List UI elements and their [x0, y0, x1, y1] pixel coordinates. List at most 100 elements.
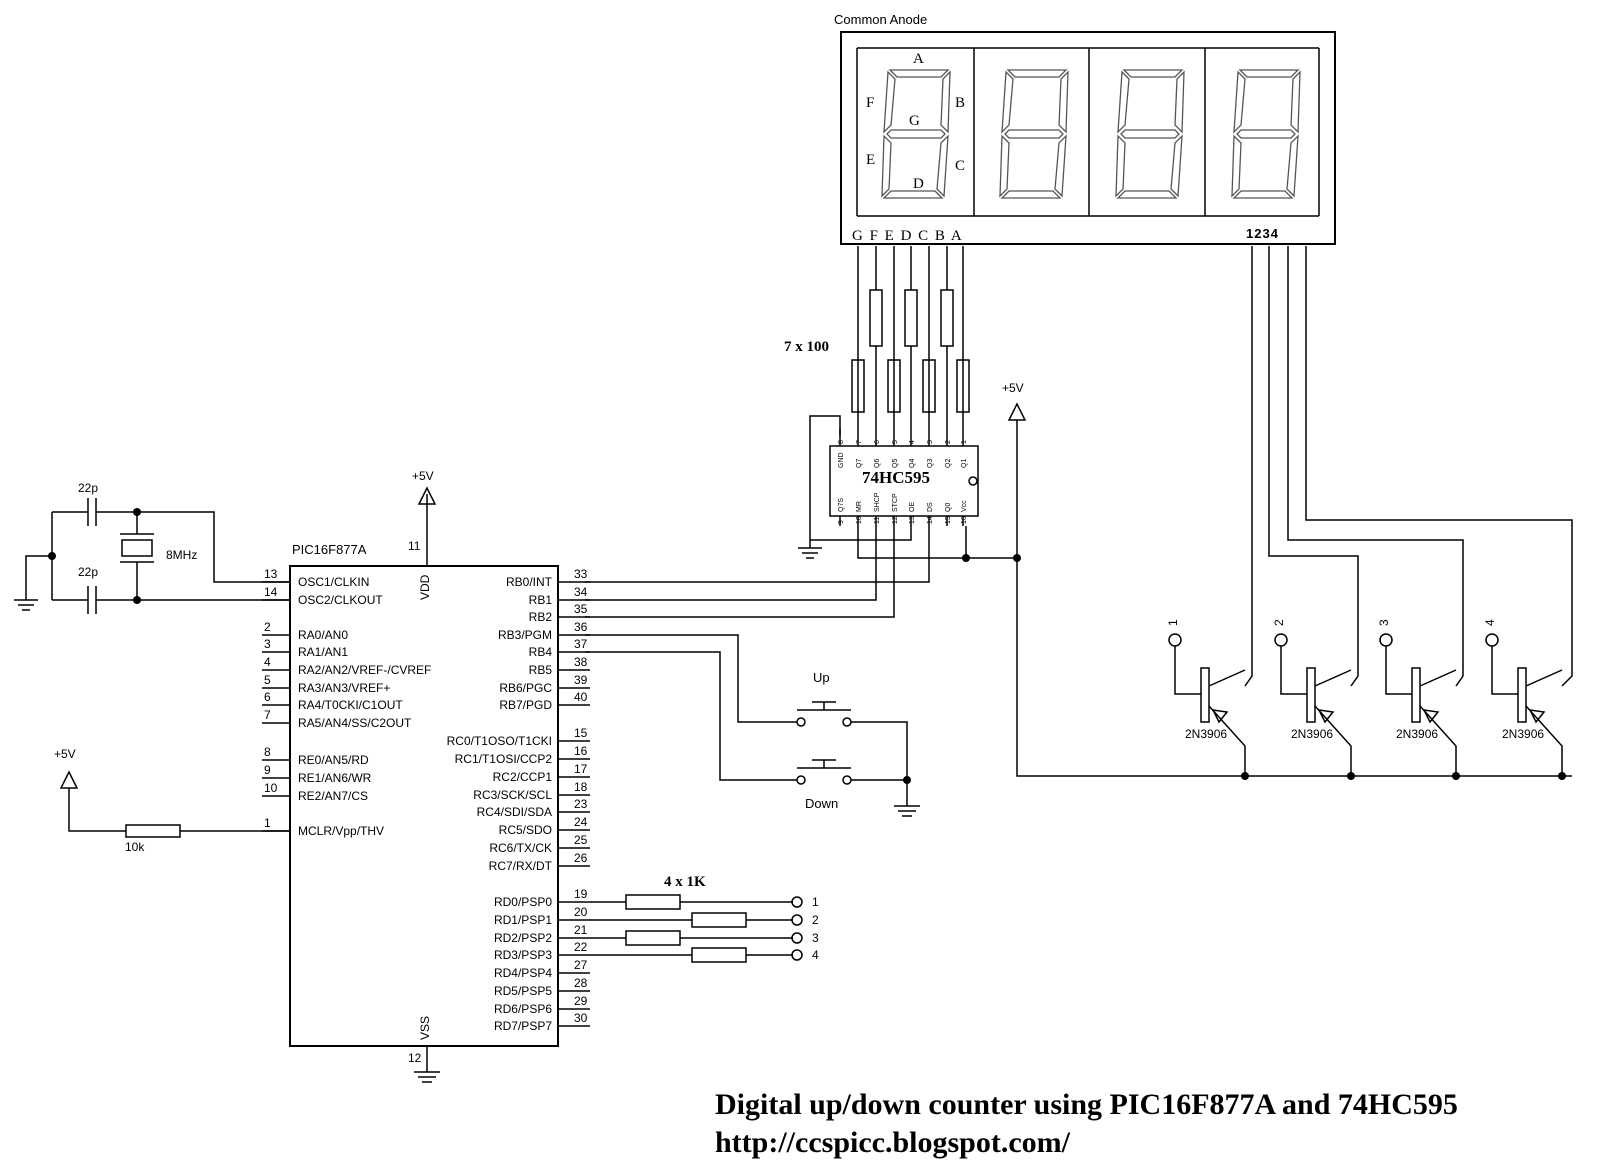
mcu-right-pin-label: RB2	[529, 610, 553, 624]
transistor-base-label: 1	[1166, 619, 1180, 626]
mcu-left-pin-label: RA5/AN4/SS/C2OUT	[298, 716, 412, 730]
mcu-left-pin-label: RE2/AN7/CS	[298, 789, 368, 803]
mcu-pic16f877a: PIC16F877A VDD VSS 11 12 13OSC1/CLKIN14O…	[262, 494, 590, 1083]
cap2-label: 22p	[78, 565, 98, 579]
hc595-top-pin-num: 8	[838, 440, 845, 444]
mcu-body	[289, 565, 559, 1047]
mcu-right-pin-num: 33	[574, 567, 588, 581]
mcu-right-pin-label: RB4	[529, 645, 553, 659]
hc595-bottom-pin-label: MR	[856, 501, 863, 512]
mcu-right-pin-num: 36	[574, 620, 588, 634]
hc595-bottom-pin-num: 13	[909, 516, 916, 524]
display-digits	[881, 69, 1301, 199]
hc595-bottom-pin-label: Q7S	[838, 498, 845, 512]
segment-wires	[857, 246, 964, 428]
hc595-top-pin-label: GND	[838, 452, 845, 468]
hc595-bottom-pin-label: OE	[909, 502, 916, 512]
seg-label-e: E	[866, 152, 875, 168]
footer-title: Digital up/down counter using PIC16F877A…	[715, 1088, 1458, 1121]
hc595-bottom-pin-label: Vcc	[961, 500, 968, 512]
up-button	[796, 701, 852, 727]
hc595-top-pin-num: 3	[927, 440, 934, 444]
seg-label-c: C	[955, 158, 965, 174]
mcu-right-pin-label: RC3/SCK/SCL	[473, 788, 552, 802]
rd-terminal-label: 3	[812, 931, 819, 945]
mcu-right-pin-label: RD5/PSP5	[494, 984, 552, 998]
rd-terminal	[791, 932, 803, 944]
mcu-right-pin-num: 27	[574, 958, 588, 972]
hc595-top-pin-num: 6	[874, 440, 881, 444]
down-button	[796, 759, 852, 785]
mcu-left-pin-label: RA0/AN0	[298, 628, 348, 642]
mcu-right-pin-label: RB5	[529, 663, 553, 677]
seg-label-g: G	[909, 113, 920, 129]
transistor-model-label: 2N3906	[1396, 727, 1438, 741]
rd-terminal	[791, 914, 803, 926]
mcu-left-pin-num: 1	[264, 816, 271, 830]
mcu-left-pin-label: RA3/AN3/VREF+	[298, 681, 390, 695]
mcu-right-pin-num: 29	[574, 994, 588, 1008]
mcu-right-pin-num: 26	[574, 851, 588, 865]
cap1-label: 22p	[78, 481, 98, 495]
ic-74hc595-body	[829, 445, 979, 517]
down-button-label: Down	[805, 796, 838, 811]
mcu-right-pin-label: RB7/PGD	[499, 698, 552, 712]
mcu-right-pin-label: RB0/INT	[506, 575, 553, 589]
vcc-595-label: +5V	[1002, 381, 1024, 395]
display-digit-pins: 1234	[1246, 226, 1279, 241]
digit-1	[881, 69, 951, 199]
mcu-right-pin-label: RC1/T1OSI/CCP2	[455, 752, 553, 766]
hc595-bottom-pin-label: STCP	[892, 493, 899, 512]
mcu-left-pin-num: 9	[264, 763, 271, 777]
digit-select-resistors: 4 x 1K 1234	[590, 874, 819, 963]
mcu-left-pin-num: 13	[264, 567, 278, 581]
crystal-label: 8MHz	[166, 548, 197, 562]
vcc-mcu: +5V	[412, 469, 437, 505]
ic-74hc595-pins: GND8Q7S9Q77MR10Q66SHCP11Q55STCP12Q44OE13…	[838, 428, 968, 526]
mcu-right-pin-label: RC0/T1OSO/T1CKI	[447, 734, 552, 748]
up-button-label: Up	[813, 670, 830, 685]
mcu-pins: 13OSC1/CLKIN14OSC2/CLKOUT2RA0/AN03RA1/AN…	[262, 567, 590, 1033]
mcu-right-pin-num: 24	[574, 815, 588, 829]
footer-url: http://ccspicc.blogspot.com/	[715, 1126, 1071, 1159]
mcu-right-pin-num: 15	[574, 726, 588, 740]
mcu-right-pin-num: 35	[574, 602, 588, 616]
display-outline	[840, 31, 1336, 245]
segment-resistors: 7 x 100	[784, 289, 970, 413]
mcu-left-pin-label: RA2/AN2/VREF-/CVREF	[298, 663, 431, 677]
mcu-right-pin-num: 18	[574, 780, 588, 794]
vcc-rail-595: +5V	[1002, 381, 1572, 777]
seven-segment-display: Common Anode A B C D E F G G F E D C B A…	[834, 12, 1336, 245]
rd-terminal	[791, 949, 803, 961]
button-group: Up Down	[585, 634, 920, 817]
hc595-bottom-pin-num: 12	[892, 516, 899, 524]
seg-label-f: F	[866, 95, 874, 111]
transistor-base-label: 3	[1377, 619, 1391, 626]
mcu-right-pin-label: RD2/PSP2	[494, 931, 552, 945]
vcc-mcu-label: +5V	[412, 469, 434, 483]
digit-4	[1231, 69, 1301, 199]
mcu-left-pin-num: 7	[264, 708, 271, 722]
hc595-control-wires	[585, 526, 1021, 618]
hc595-top-pin-label: Q7	[856, 459, 863, 468]
mcu-left-pin-num: 14	[264, 585, 278, 599]
digit-resistor-label: 4 x 1K	[664, 874, 706, 890]
mclr-circuit: +5V 10k	[54, 747, 290, 854]
mcu-right-pin-label: RD6/PSP6	[494, 1002, 552, 1016]
seg-label-d: D	[913, 176, 924, 192]
hc595-bottom-pin-label: SHCP	[874, 492, 881, 512]
mcu-left-pin-label: RE0/AN5/RD	[298, 753, 369, 767]
mcu-right-pin-num: 38	[574, 655, 588, 669]
mcu-name: PIC16F877A	[292, 542, 367, 557]
mcu-right-pin-label: RD7/PSP7	[494, 1019, 552, 1033]
seg-label-b: B	[955, 95, 965, 111]
mcu-left-pin-num: 2	[264, 620, 271, 634]
mcu-right-pin-num: 30	[574, 1011, 588, 1025]
hc595-top-pin-num: 2	[945, 440, 952, 444]
digit-3	[1115, 69, 1185, 199]
digit-2	[999, 69, 1069, 199]
